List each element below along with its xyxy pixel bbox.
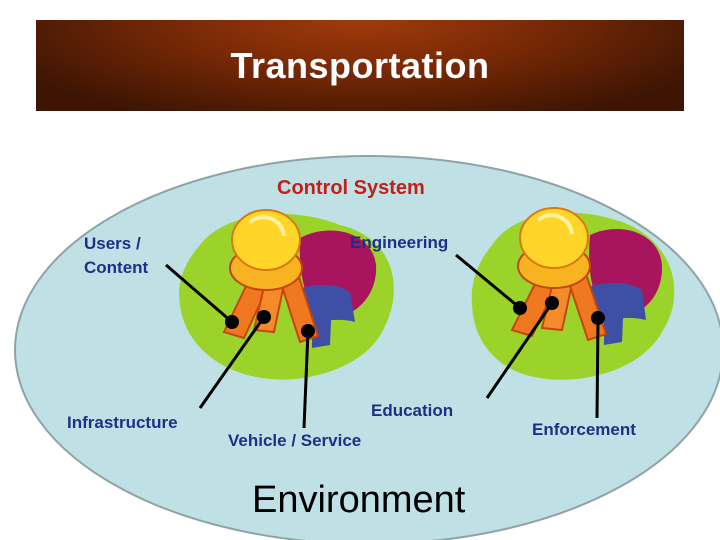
label-environment: Environment [252, 479, 466, 521]
label-engineering: Engineering [350, 233, 449, 252]
connector-vehicle-service [302, 330, 310, 429]
connector-dot [591, 311, 605, 325]
left-seat-highlight [248, 215, 286, 237]
right-blue-leg-b [604, 296, 624, 345]
left-blue-leg-b [312, 298, 332, 348]
right-seat-highlight [536, 213, 574, 235]
connector-dot [225, 315, 239, 329]
page-title: Transportation [230, 44, 490, 86]
left-stool-illustration [179, 209, 394, 380]
label-enforcement: Enforcement [532, 420, 636, 439]
label-users-content-line1: Users / [84, 234, 141, 253]
right-stool-illustration [471, 207, 675, 380]
connector-engineering [455, 253, 521, 310]
connector-dot [301, 324, 315, 338]
connector-infrastructure [198, 316, 266, 409]
connector-dot [513, 301, 527, 315]
label-users-content-line2: Content [84, 258, 149, 277]
connector-education [485, 302, 554, 399]
connector-dot [257, 310, 271, 324]
title-banner: Transportation [36, 20, 684, 111]
label-infrastructure: Infrastructure [67, 413, 178, 432]
left-yellow-seat-top [231, 209, 301, 271]
right-yellow-seat-top [519, 207, 589, 269]
label-control-system: Control System [277, 177, 425, 199]
label-vehicle-service: Vehicle / Service [228, 431, 362, 450]
label-users-content: Users / Content [84, 232, 174, 280]
connector-dot [545, 296, 559, 310]
connector-users-content [165, 263, 233, 324]
label-education: Education [371, 401, 454, 420]
connector-enforcement [595, 317, 600, 419]
